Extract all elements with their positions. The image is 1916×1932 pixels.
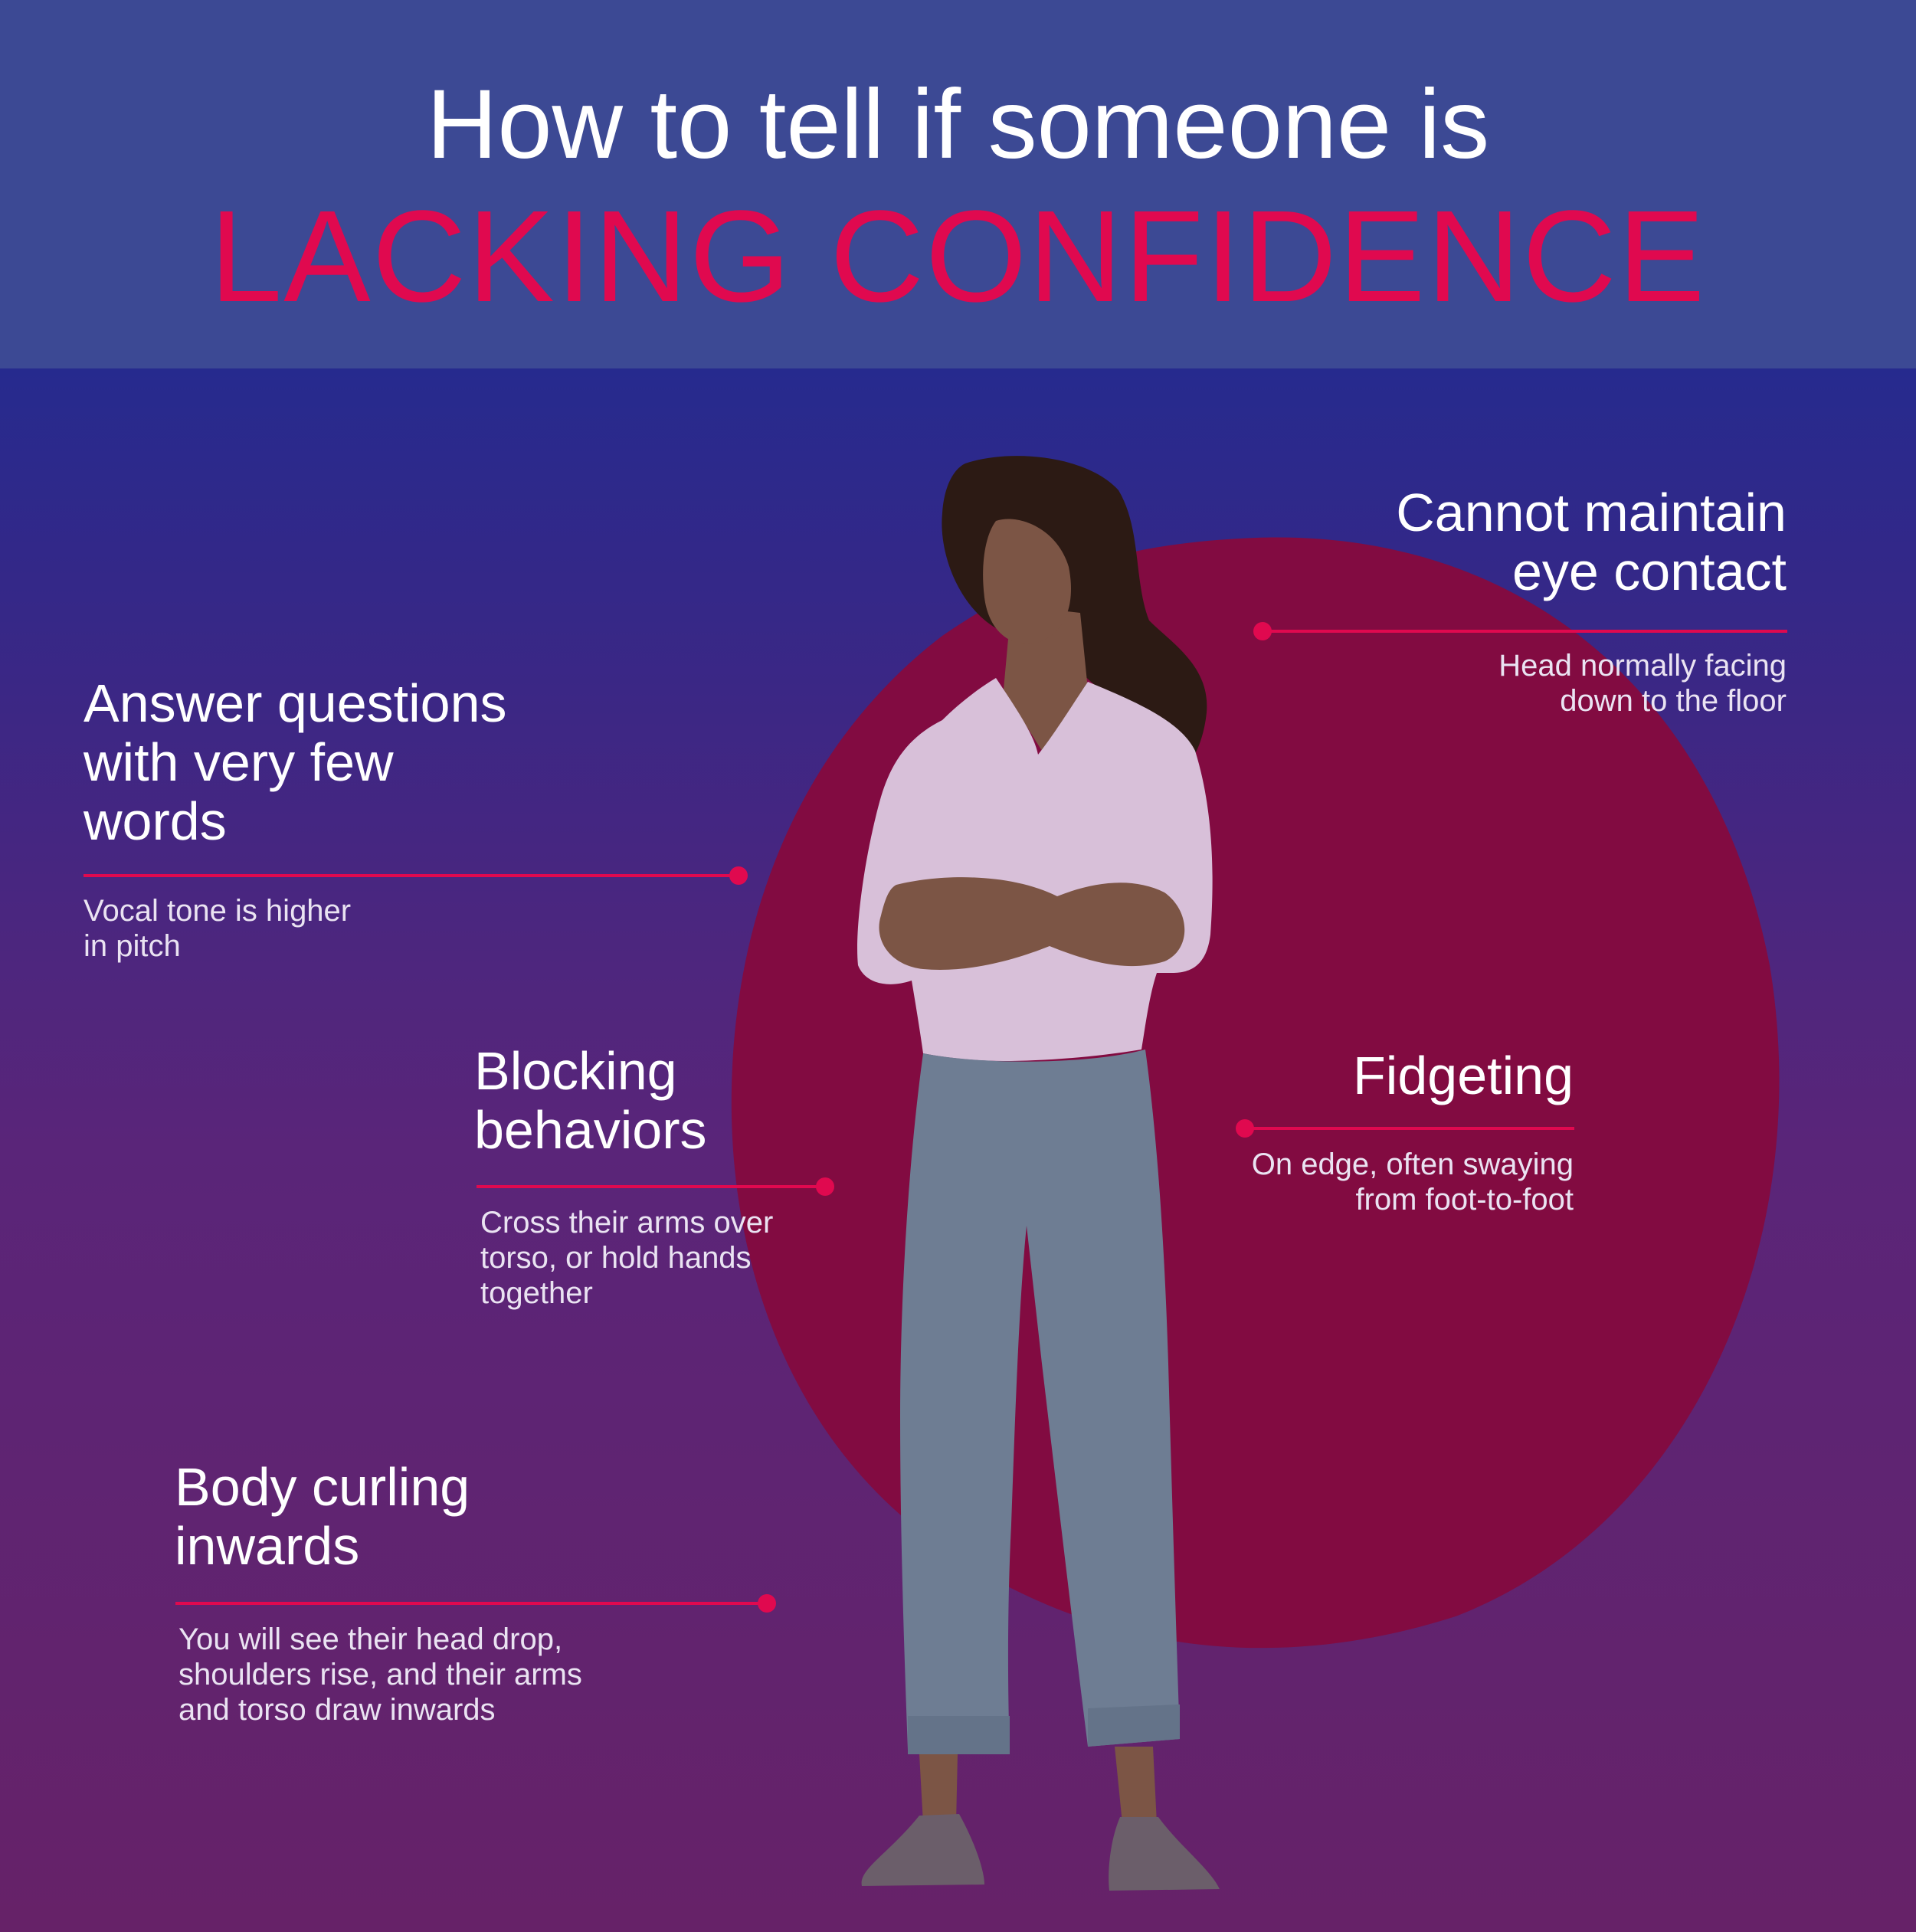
callout-fidgeting-desc-2: from foot-to-foot [1355, 1183, 1574, 1217]
title-line-2: LACKING CONFIDENCE [209, 184, 1707, 329]
right-shoe [1109, 1817, 1220, 1891]
callout-body-curling-desc-2: shoulders rise, and their arms [178, 1658, 582, 1691]
left-shoe [861, 1814, 984, 1886]
header-banner: How to tell if someone is LACKING CONFID… [0, 0, 1916, 368]
callout-few-words-heading-2: with very few [84, 732, 394, 792]
callout-blocking-desc-2: torso, or hold hands [480, 1241, 752, 1275]
callout-blocking-heading-2: behaviors [474, 1100, 707, 1160]
callout-eye-contact-desc-2: down to the floor [1560, 684, 1787, 718]
callout-blocking-desc-1: Cross their arms over [480, 1206, 774, 1239]
callout-eye-contact-heading-1: Cannot maintain [1396, 483, 1787, 542]
callout-blocking-desc-3: together [480, 1276, 593, 1310]
callout-fidgeting-heading: Fidgeting [1353, 1046, 1574, 1105]
jeans [900, 1050, 1180, 1750]
callout-few-words-desc-1: Vocal tone is higher [84, 894, 352, 928]
callout-blocking-heading-1: Blocking [474, 1041, 677, 1101]
callout-blocking-dot [816, 1177, 834, 1196]
callout-few-words-dot [729, 866, 748, 885]
callout-body-curling-heading-1: Body curling [175, 1457, 470, 1517]
callout-body-curling-line [175, 1602, 767, 1605]
callout-few-words-desc-2: in pitch [84, 929, 181, 963]
title-line-1: How to tell if someone is [426, 70, 1490, 179]
callout-fidgeting-line [1245, 1127, 1574, 1130]
callout-body-curling-dot [758, 1594, 776, 1613]
callout-body-curling-desc-3: and torso draw inwards [178, 1693, 496, 1727]
callout-fidgeting-desc-1: On edge, often swaying [1251, 1148, 1574, 1181]
callout-blocking-line [477, 1185, 825, 1188]
callout-eye-contact-line [1263, 630, 1787, 633]
callout-few-words-line [84, 874, 739, 877]
crossed-arms [879, 877, 1185, 970]
callout-body-curling-heading-2: inwards [175, 1516, 360, 1576]
callout-few-words-heading-1: Answer questions [84, 673, 507, 733]
callout-few-words-heading-3: words [84, 791, 227, 851]
callout-eye-contact-desc-1: Head normally facing [1498, 649, 1787, 683]
callout-eye-contact-heading-2: eye contact [1512, 542, 1787, 601]
callout-body-curling-desc-1: You will see their head drop, [178, 1623, 563, 1656]
face [983, 519, 1071, 644]
